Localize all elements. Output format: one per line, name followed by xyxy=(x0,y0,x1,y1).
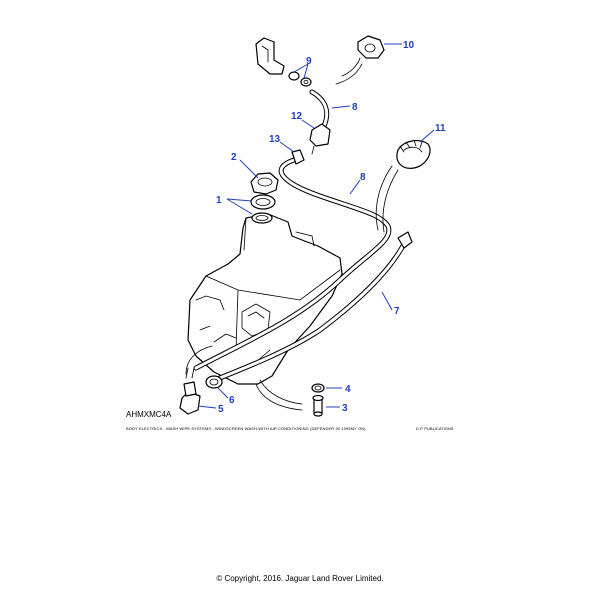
callout-5: 5 xyxy=(218,404,224,415)
callout-13: 13 xyxy=(269,134,281,145)
diagram-caption: BODY ELECTRICS - WASH WIPE SYSTEMS - WIN… xyxy=(126,426,366,431)
callout-11: 11 xyxy=(435,123,446,134)
hose-clip xyxy=(357,35,385,59)
hose-connector xyxy=(288,71,312,87)
hose-bracket xyxy=(255,37,285,75)
callout-3: 3 xyxy=(342,403,348,414)
callout-8-lower: 8 xyxy=(360,172,366,183)
callout-7: 7 xyxy=(394,306,400,317)
callout-10: 10 xyxy=(403,40,415,51)
non-return-valve xyxy=(309,123,331,155)
leader-lines xyxy=(197,43,435,409)
diagram-code: AHMXMC4A xyxy=(126,410,172,419)
filler-seal xyxy=(250,194,276,210)
mounting-nut xyxy=(311,383,325,393)
callout-2: 2 xyxy=(231,152,237,163)
washer-pump xyxy=(179,367,201,415)
hose-clamp xyxy=(396,139,431,169)
publisher-label: D.P. PUBLICATIONS xyxy=(416,426,454,431)
washer-hoses xyxy=(185,57,407,411)
callout-6: 6 xyxy=(229,395,235,406)
copyright-notice: © Copyright, 2016. Jaguar Land Rover Lim… xyxy=(216,574,384,583)
hose-end-connector xyxy=(397,231,413,249)
hose-t-connector xyxy=(291,149,305,165)
callout-8-upper: 8 xyxy=(352,102,358,113)
pump-grommet xyxy=(205,375,223,389)
callout-4: 4 xyxy=(345,384,351,395)
mounting-bolt xyxy=(312,394,324,417)
callout-labels: 1 2 3 4 5 6 7 8 8 9 10 11 12 13 xyxy=(216,40,446,415)
filler-cap xyxy=(250,172,279,195)
callout-9: 9 xyxy=(306,56,312,67)
callout-12: 12 xyxy=(291,111,303,122)
callout-1: 1 xyxy=(216,195,222,206)
washer-reservoir xyxy=(187,212,343,385)
